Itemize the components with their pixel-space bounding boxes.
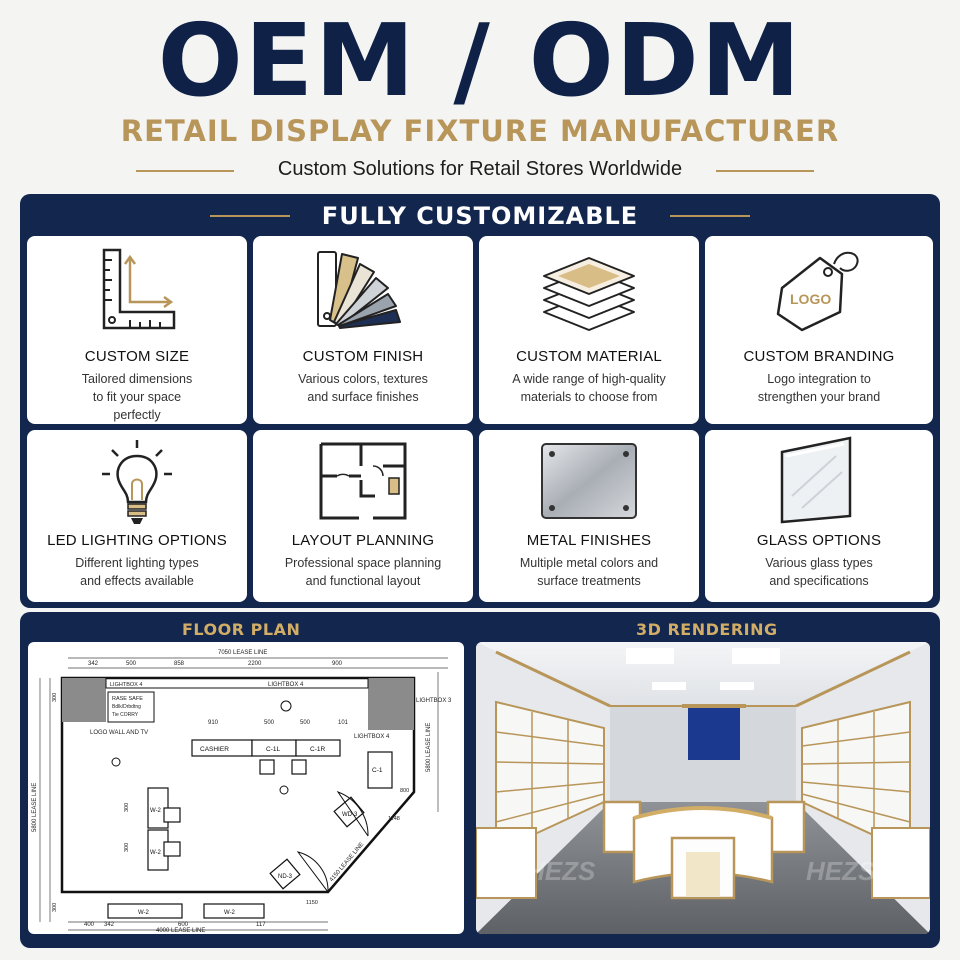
plan-c1l: C-1L — [266, 746, 280, 753]
tagline-divider-left — [136, 170, 234, 172]
plan-dim-top-1: 500 — [126, 661, 137, 667]
tagline-divider-right — [716, 170, 814, 172]
plan-w2d: W-2 — [224, 910, 236, 916]
plan-dim-top-2: 858 — [174, 661, 185, 667]
customizable-panel: FULLY CUSTOMIZABLE CUSTOM SIZE Ta — [20, 194, 940, 608]
tagline-row: Custom Solutions for Retail Stores World… — [0, 156, 960, 186]
glass-panel-icon — [705, 436, 933, 536]
card-desc: Various glass types and specifications — [765, 556, 873, 588]
card-desc: Logo integration to strengthen your bran… — [757, 372, 881, 404]
ruler-square-icon — [27, 242, 247, 342]
card-title: GLASS OPTIONS — [756, 532, 882, 549]
card-title: METAL FINISHES — [526, 532, 652, 549]
plan-bottom-dim-2: 600 — [178, 922, 189, 928]
material-layers-icon — [479, 242, 699, 342]
plan-nd3: ND-3 — [278, 874, 293, 880]
plan-w2c: W-2 — [138, 910, 150, 916]
plan-side-dim-1: 300 — [124, 803, 130, 812]
plan-w2a: W-2 — [150, 808, 162, 814]
plan-dim-top-3: 2200 — [248, 661, 262, 667]
rendering-label: 3D RENDERING — [636, 620, 778, 639]
plan-lightbox-left: LIGHTBOX 4 — [110, 682, 142, 688]
plan-row-dim-2: 500 — [300, 720, 311, 726]
plan-lightbox4: LIGHTBOX 4 — [268, 682, 304, 688]
plan-row-dim-0: 910 — [208, 720, 219, 726]
card-title: CUSTOM SIZE — [84, 348, 190, 365]
plan-side-dim-0: 300 — [52, 693, 58, 702]
plan-bottom-dim-3: 117 — [256, 922, 266, 928]
plan-safe-0: RASE SAFE — [112, 696, 143, 702]
plan-c1: C-1 — [372, 767, 383, 774]
plan-w2b: W-2 — [150, 850, 162, 856]
plan-row-dim-1: 500 — [264, 720, 275, 726]
page-subtitle: RETAIL DISPLAY FIXTURE MANUFACTURER — [120, 114, 840, 148]
card-desc: Multiple metal colors and surface treatm… — [519, 556, 659, 588]
card-glass-options[interactable]: GLASS OPTIONS Various glass types and sp… — [705, 430, 933, 602]
card-desc: Various colors, textures and surface fin… — [298, 372, 428, 404]
card-title: CUSTOM MATERIAL — [516, 348, 662, 365]
card-title: LED LIGHTING OPTIONS — [47, 532, 227, 549]
plan-c1r: C-1R — [310, 746, 325, 753]
metal-plate-icon — [479, 436, 699, 536]
plan-diag-lease: 4150 LEASE LINE — [329, 842, 365, 884]
tagline: Custom Solutions for Retail Stores World… — [277, 158, 683, 180]
plan-bottom-dim-1: 342 — [104, 922, 115, 928]
logo-tag-text: LOGO — [790, 291, 831, 307]
plan-left-lease: 5800 LEASE LINE — [32, 783, 38, 832]
logo-tag-icon: LOGO — [705, 242, 933, 342]
rendering-watermark-right: HEZS — [806, 856, 876, 886]
rendering-watermark-left: HEZS — [526, 856, 596, 886]
plan-right-dim-2: 1150 — [306, 900, 318, 906]
plan-bottom-lease: 4000 LEASE LINE — [156, 928, 205, 934]
plan-lightbox4b: LIGHTBOX 4 — [354, 734, 390, 740]
card-metal-finishes[interactable]: METAL FINISHES Multiple metal colors and… — [479, 430, 699, 602]
card-title: CUSTOM BRANDING — [743, 348, 895, 365]
plan-dim-top-4: 900 — [332, 661, 343, 667]
plan-cashier: CASHIER — [200, 746, 229, 753]
card-desc: A wide range of high-quality materials t… — [512, 372, 666, 404]
card-desc: Tailored dimensions to fit your space pe… — [81, 372, 193, 422]
plan-side-dim-3: 300 — [52, 903, 58, 912]
plan-safe-1: Bdlk/Drbdtng — [112, 704, 141, 710]
swatch-fan-icon — [253, 242, 473, 342]
section-divider-right — [670, 215, 750, 217]
card-title: LAYOUT PLANNING — [291, 532, 435, 549]
card-layout-planning[interactable]: LAYOUT PLANNING Professional space plann… — [253, 430, 473, 602]
card-custom-material[interactable]: CUSTOM MATERIAL A wide range of high-qua… — [479, 236, 699, 424]
plan-dim-top-0: 342 — [88, 661, 99, 667]
plan-lightbox3: LIGHTBOX 3 — [416, 698, 452, 704]
card-desc: Professional space planning and function… — [284, 556, 442, 588]
plan-safe-2: Tie CORRY — [112, 712, 139, 718]
card-custom-finish[interactable]: CUSTOM FINISH Various colors, textures a… — [253, 236, 473, 424]
plan-side-dim-2: 300 — [124, 843, 130, 852]
plan-bottom-dim-0: 400 — [84, 922, 95, 928]
section-divider-left — [210, 215, 290, 217]
plan-row-dim-3: 101 — [338, 720, 349, 726]
card-desc: Different lighting types and effects ava… — [75, 556, 199, 588]
plan-top-lease: 7050 LEASE LINE — [218, 650, 267, 656]
plan-right-lease: 5800 LEASE LINE — [426, 723, 432, 772]
rendering-image: HEZS HEZS — [476, 642, 930, 934]
light-bulb-icon — [27, 436, 247, 536]
customizable-title: FULLY CUSTOMIZABLE — [321, 202, 639, 230]
page-title: OEM / ODM — [157, 2, 803, 119]
card-title: CUSTOM FINISH — [302, 348, 424, 365]
card-custom-size[interactable]: CUSTOM SIZE Tailored dimensions to fit y… — [27, 236, 247, 424]
card-led-lighting[interactable]: LED LIGHTING OPTIONS Different lighting … — [27, 430, 247, 602]
plan-render-panel: FLOOR PLAN 3D RENDERING 7050 LEASE LINE … — [20, 612, 940, 948]
floor-plan-label: FLOOR PLAN — [182, 620, 301, 639]
card-custom-branding[interactable]: LOGO CUSTOM BRANDING Logo integration to… — [705, 236, 933, 424]
floor-plan-drawing: 7050 LEASE LINE 342 500 858 2200 900 LIG… — [28, 642, 464, 934]
plan-logo-wall: LOGO WALL AND TV — [90, 730, 148, 736]
plan-right-dim-1: 800 — [400, 788, 409, 794]
plan-wd3: WD-3 — [342, 812, 358, 818]
floor-layout-icon — [253, 436, 473, 536]
plan-right-dim-0: 1148 — [388, 816, 400, 822]
